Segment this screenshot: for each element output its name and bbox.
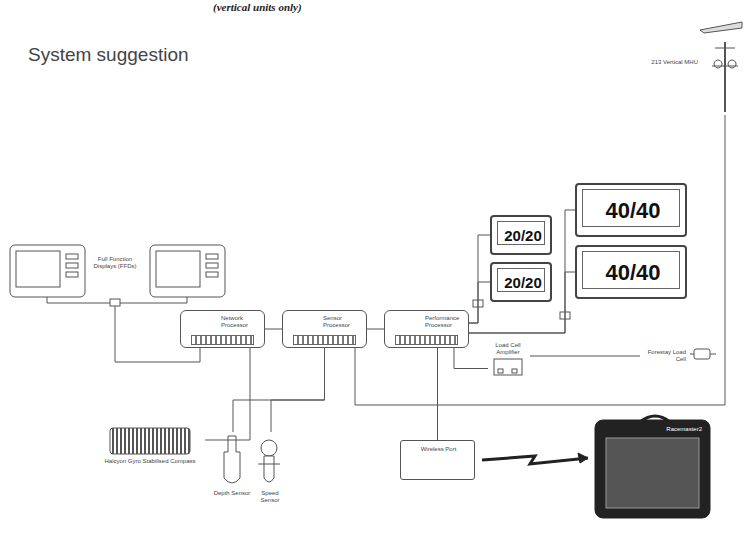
cable <box>265 329 282 330</box>
node-label: Halcyon Gyro Stabilised Compass <box>100 458 200 465</box>
note-label: (vertical units only) <box>213 1 302 13</box>
sensor: Depth Sensor <box>213 432 253 508</box>
cable <box>530 356 640 357</box>
sensor: Speed Sensor <box>252 432 290 508</box>
compass-body <box>110 428 190 454</box>
wireless-port: Wireless Port <box>400 440 475 480</box>
amplifier-box <box>494 359 522 375</box>
cable <box>469 235 490 323</box>
node-label: Network Processor <box>221 315 263 329</box>
wireless-link <box>482 456 588 464</box>
node-label: 213 Vertical MHU <box>640 59 698 66</box>
processor-box: Performance Processor <box>384 310 469 348</box>
ffd-display <box>10 245 85 297</box>
node-label: 20/20 <box>497 227 549 244</box>
amplifier: Load Cell Amplifier <box>488 340 530 377</box>
node-label: Load Cell Amplifier <box>488 342 528 356</box>
ffd-display <box>150 245 225 297</box>
cable <box>355 115 725 405</box>
handheld-device <box>595 420 710 518</box>
handheld-unit: Racemaster2 <box>595 420 710 518</box>
load-cell: Forestay Load Cell <box>640 346 715 366</box>
cable <box>205 348 250 440</box>
display-unit: 20/20 <box>490 262 552 302</box>
display-group: Full Function Displays (FFDs) <box>85 250 145 307</box>
speed-sensor <box>261 440 277 456</box>
masthead-unit: 213 Vertical MHU <box>640 15 725 115</box>
depth-sensor <box>224 436 240 483</box>
processor-box: Network Processor <box>180 310 265 348</box>
cable <box>454 348 488 369</box>
node-label: Speed Sensor <box>252 490 288 504</box>
cable <box>469 282 490 323</box>
compass: Halcyon Gyro Stabilised Compass <box>95 425 205 477</box>
node-label: Racemaster2 <box>650 426 702 433</box>
connector-strip <box>293 335 356 345</box>
cable <box>367 329 384 330</box>
wind-vane <box>700 22 742 33</box>
cable <box>469 272 575 333</box>
node-label: Sensor Processor <box>323 315 365 329</box>
node-label: Full Function Displays (FFDs) <box>89 256 141 270</box>
junction-box <box>110 299 120 306</box>
node-label: Depth Sensor <box>213 490 251 497</box>
processor-box: Sensor Processor <box>282 310 367 348</box>
display-unit: 40/40 <box>575 245 687 299</box>
connector-strip <box>191 335 254 345</box>
node-label: Forestay Load Cell <box>640 349 686 363</box>
node-label: 20/20 <box>497 274 549 291</box>
cable <box>437 348 438 440</box>
cable <box>271 348 325 432</box>
cable <box>469 210 575 333</box>
node-label: Performance Processor <box>425 315 467 329</box>
node-label: 40/40 <box>583 198 683 223</box>
cable <box>233 348 325 432</box>
title: System suggestion <box>28 44 189 66</box>
node-label: Wireless Port <box>405 446 472 453</box>
load-cell <box>694 349 710 359</box>
display-unit: 40/40 <box>575 183 687 237</box>
display-unit: 20/20 <box>490 215 552 255</box>
connector-strip <box>395 335 458 345</box>
node-label: 40/40 <box>583 260 683 285</box>
